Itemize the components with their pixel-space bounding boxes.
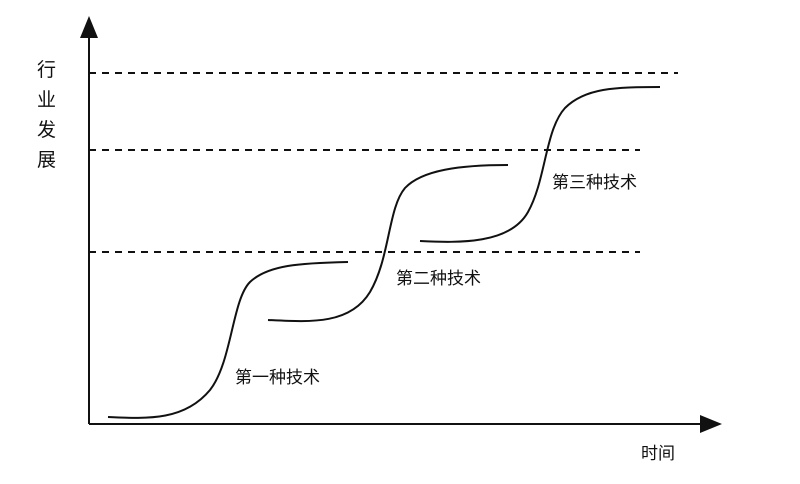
technology-3-label: 第三种技术	[552, 173, 637, 193]
s-curve-technology-3	[419, 86, 661, 243]
y-axis-label-char-4: 展	[37, 149, 56, 171]
s-curves	[107, 86, 661, 419]
x-axis-arrow	[700, 415, 722, 433]
y-axis-label-char-1: 行	[37, 59, 56, 81]
y-axis-label: 行 业 发 展	[37, 59, 56, 171]
technology-1-label: 第一种技术	[235, 368, 320, 388]
reference-lines	[89, 72, 678, 253]
s-curve-technology-1	[107, 261, 349, 419]
y-axis-label-char-2: 业	[37, 89, 56, 111]
axes	[80, 16, 722, 433]
y-axis-arrow	[80, 16, 98, 38]
s-curve-technology-2	[267, 164, 509, 323]
x-axis-label: 时间	[641, 444, 675, 464]
y-axis-label-char-3: 发	[37, 119, 56, 141]
technology-2-label: 第二种技术	[396, 269, 481, 289]
